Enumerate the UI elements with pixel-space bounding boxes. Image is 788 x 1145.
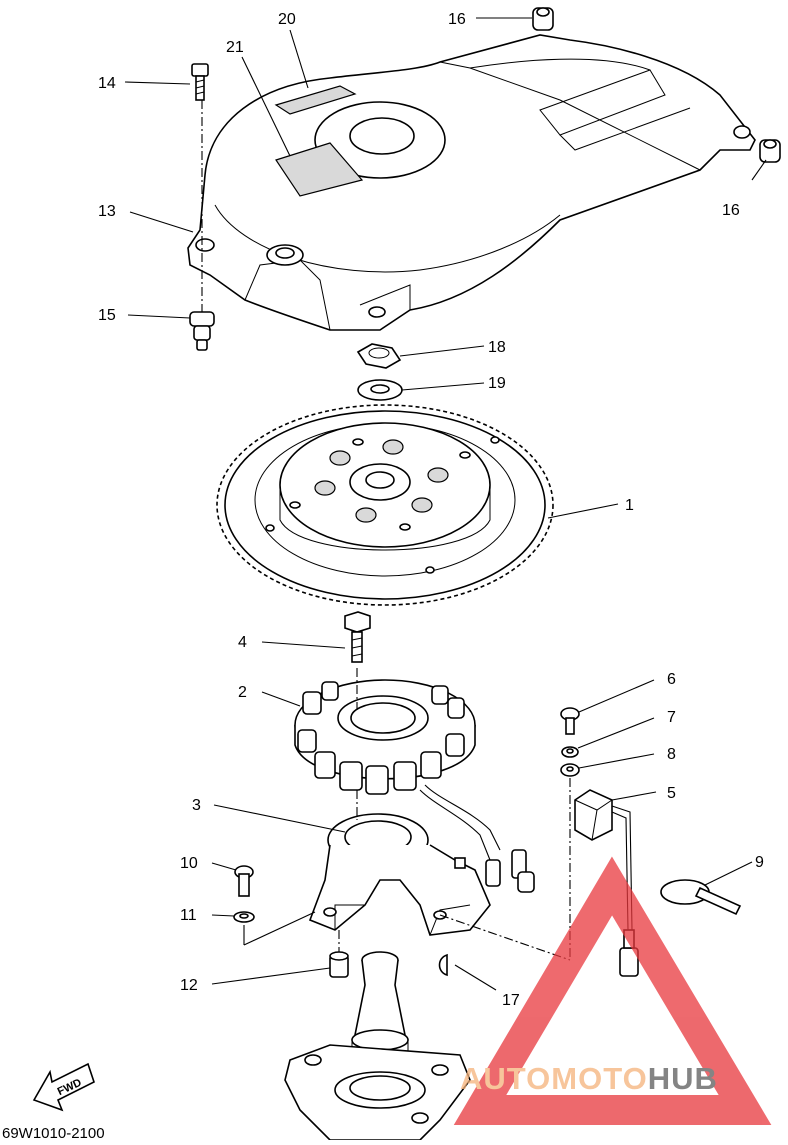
pulser-base [308,813,491,936]
drawing-code: 69W1010-2100 [2,1125,105,1140]
callout-20: 20 [278,11,296,28]
grommet-16-top [532,7,554,31]
callout-7: 7 [667,709,676,726]
collar-12 [329,951,349,978]
callout-19: 19 [488,375,506,392]
nut-18 [356,343,402,369]
washer-11 [233,911,255,923]
stator [294,679,476,795]
callout-12: 12 [180,977,198,994]
cable-tie [660,879,742,916]
screw-6 [560,707,580,735]
callout-17: 17 [502,992,520,1009]
callout-1: 1 [625,497,634,514]
washer-7 [561,746,579,758]
callout-4: 4 [238,634,247,651]
callout-18: 18 [488,339,506,356]
callout-8: 8 [667,746,676,763]
callout-13: 13 [98,203,116,220]
callout-6: 6 [667,671,676,688]
washer-8 [560,763,580,777]
callout-11: 11 [180,907,197,924]
washer-19 [357,379,403,401]
callout-3: 3 [192,797,201,814]
callout-10: 10 [180,855,198,872]
callout-14: 14 [98,75,116,92]
bolt-4 [344,611,371,663]
callout-5: 5 [667,785,676,802]
callout-9: 9 [755,854,764,871]
callout-21: 21 [226,39,244,56]
stator-harness [419,784,535,893]
pulser-coil [574,789,639,977]
grommet-15 [189,311,215,351]
watermark-logo: AUTOMOTOHUB [453,856,772,1125]
callout-15: 15 [98,307,116,324]
woodruff-key [438,953,448,977]
fwd-arrow-icon: FWD [32,1062,95,1112]
crankcase [284,1044,471,1141]
grommet-16-right [759,139,781,163]
flywheel [216,404,554,606]
callout-labels: 1 2 3 4 5 6 7 8 9 10 11 12 13 14 15 16 1… [98,11,764,1009]
flywheel-cover [187,34,756,331]
callout-2: 2 [238,684,247,701]
leader-lines [124,17,767,991]
watermark-text: AUTOMOTOHUB [460,1061,718,1096]
callout-16-right: 16 [722,202,740,219]
bolt-14 [191,63,209,101]
callout-16-top: 16 [448,11,466,28]
bolt-10 [234,865,254,897]
